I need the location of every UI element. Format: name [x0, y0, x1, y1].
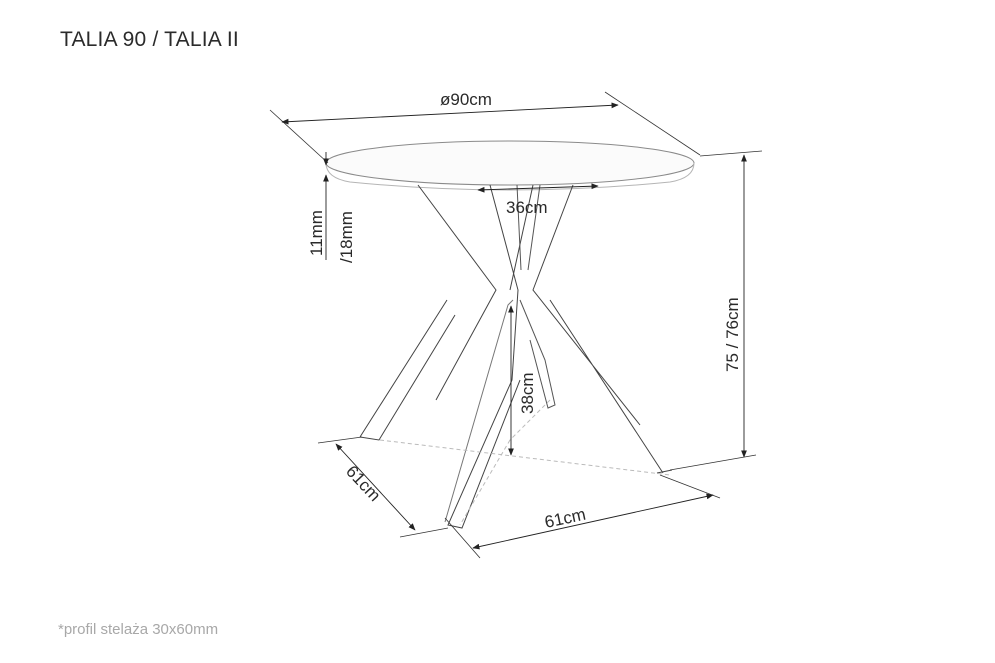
table-frame	[359, 184, 673, 529]
page-title: TALIA 90 / TALIA II	[60, 28, 239, 51]
cross-height-label: 38cm	[518, 372, 537, 414]
diameter-label: ø90cm	[440, 90, 492, 109]
top-thickness-label-b: /18mm	[337, 211, 356, 263]
cross-height-dimension: 38cm	[508, 305, 537, 456]
frame-width-label: 36cm	[506, 198, 548, 217]
base-width-dimension: 61cm	[444, 474, 721, 559]
top-thickness-label-a: 11mm	[307, 210, 326, 256]
footnote: *profil stelaża 30x60mm	[58, 621, 219, 638]
base-width-label: 61cm	[543, 505, 588, 532]
top-thickness-dimension: 11mm /18mm	[307, 152, 356, 263]
base-depth-dimension: 61cm	[317, 436, 449, 538]
diameter-dimension: ø90cm	[269, 90, 701, 164]
base-depth-label: 61cm	[342, 462, 384, 505]
height-label: 75 / 76cm	[723, 297, 742, 372]
height-dimension: 75 / 76cm	[669, 150, 763, 471]
frame-width-dimension: 36cm	[477, 183, 599, 217]
table-top	[325, 140, 695, 191]
